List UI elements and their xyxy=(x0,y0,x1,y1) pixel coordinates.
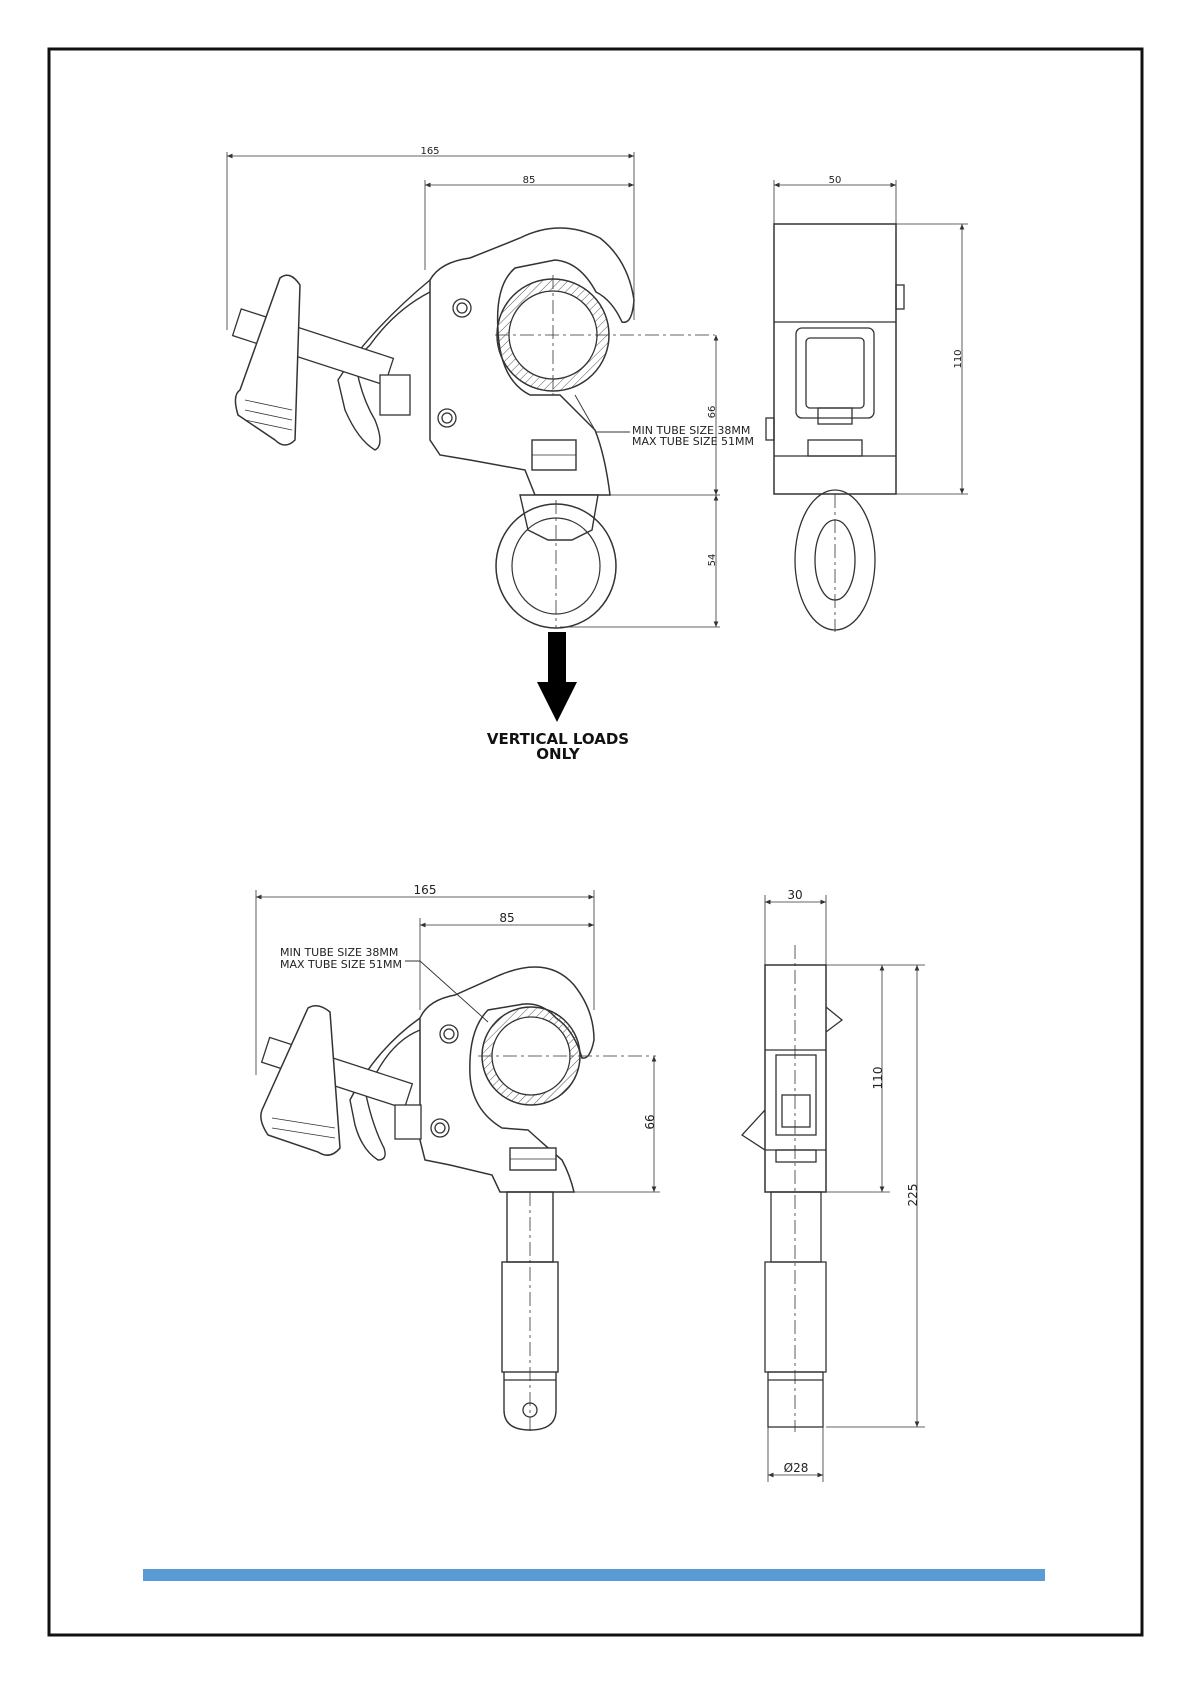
bottom-side-view xyxy=(742,895,925,1482)
bottom-tube-note-max: MAX TUBE SIZE 51MM xyxy=(280,958,402,971)
bottom-dim-overall-width: 165 xyxy=(414,883,437,897)
top-side-dim-width: 50 xyxy=(829,175,842,186)
bottom-side-dim-width: 30 xyxy=(787,888,802,902)
bottom-dim-hook-width: 85 xyxy=(499,911,514,925)
bottom-dim-tube-to-base: 66 xyxy=(643,1114,657,1129)
top-tube-note-max: MAX TUBE SIZE 51MM xyxy=(632,435,754,448)
top-dim-eye-height: 54 xyxy=(707,554,718,567)
top-front-view xyxy=(227,152,720,628)
top-dim-tube-to-base: 66 xyxy=(707,406,718,419)
bottom-side-dim-height: 110 xyxy=(871,1067,885,1090)
bottom-front-view xyxy=(256,890,660,1432)
top-side-dim-height: 110 xyxy=(953,349,964,368)
page-frame xyxy=(49,49,1142,1635)
top-dim-hook-width: 85 xyxy=(523,175,536,186)
bottom-side-dim-total-height: 225 xyxy=(906,1184,920,1207)
footer-accent-bar xyxy=(143,1569,1045,1581)
bottom-side-dim-diameter: Ø28 xyxy=(784,1461,809,1475)
load-note-line2: ONLY xyxy=(536,745,581,763)
top-dim-overall-width: 165 xyxy=(420,146,439,157)
top-side-view xyxy=(766,180,968,632)
vertical-load-arrow xyxy=(537,632,577,722)
